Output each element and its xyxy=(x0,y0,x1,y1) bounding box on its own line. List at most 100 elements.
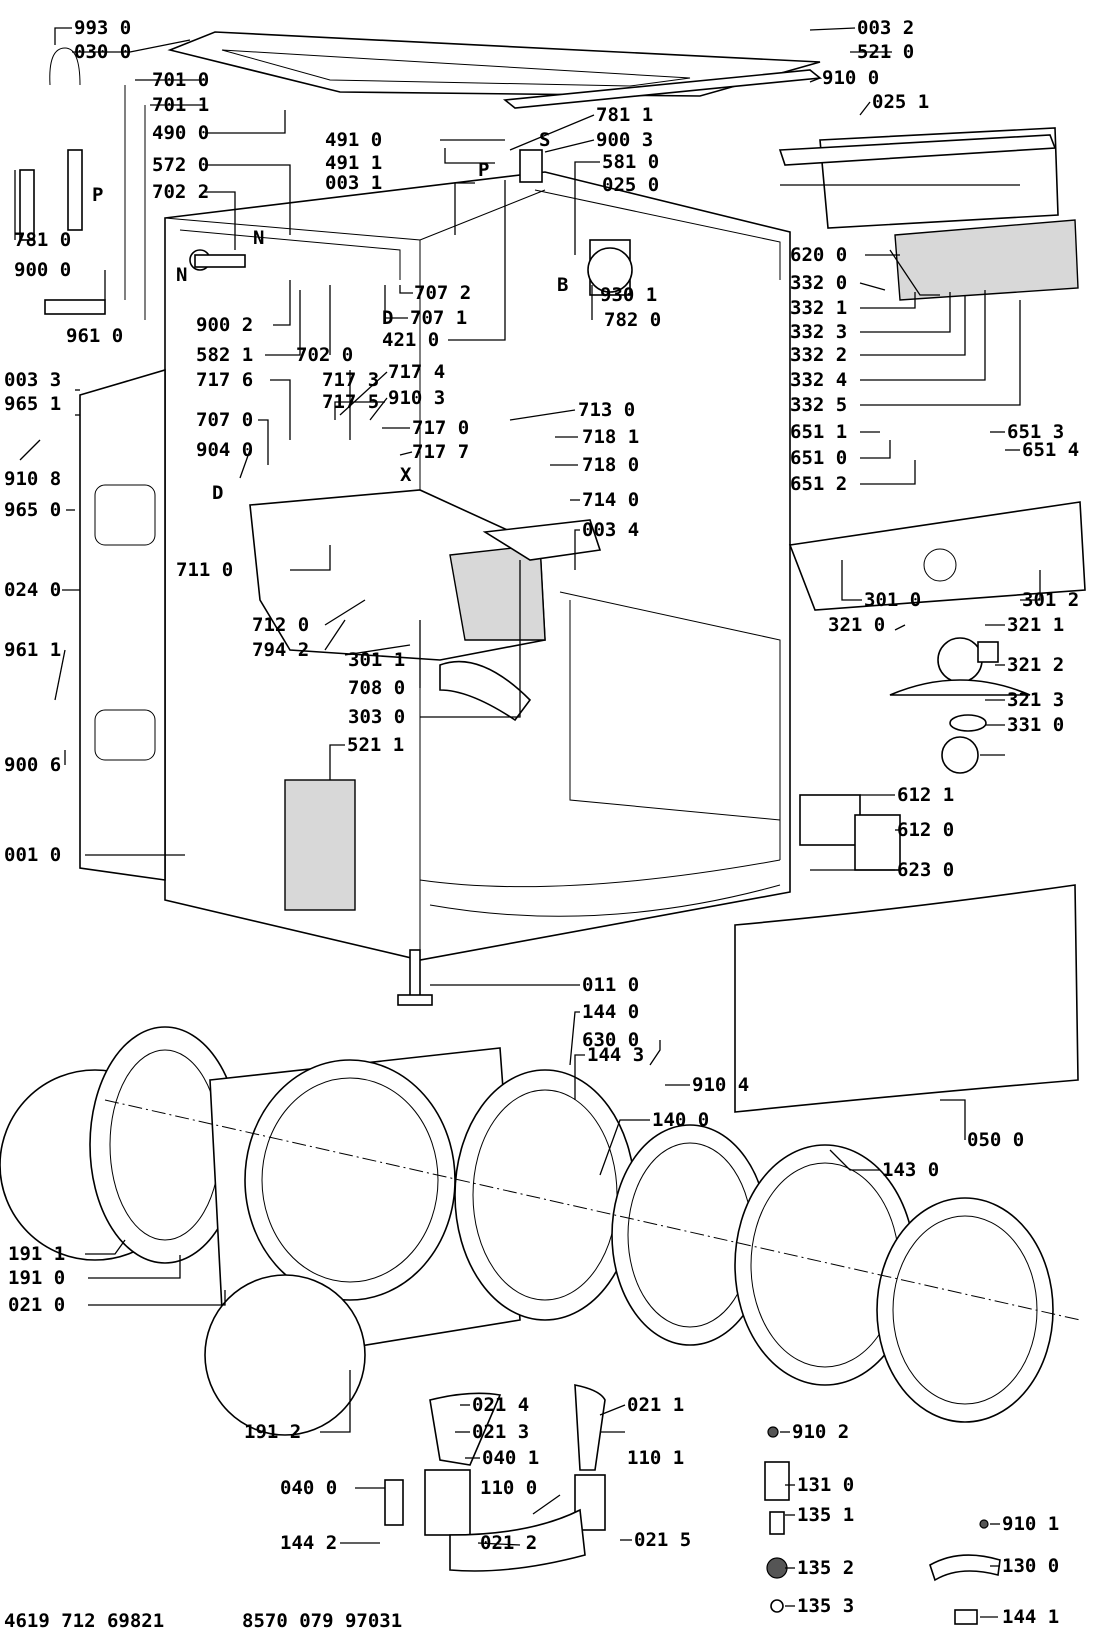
label-782-0: 782 0 xyxy=(604,309,661,331)
label-612-0: 612 0 xyxy=(897,819,954,841)
label-582-1: 582 1 xyxy=(196,344,253,366)
label-702-0: 702 0 xyxy=(296,344,353,366)
motor-module xyxy=(284,779,356,911)
label-135-3: 135 3 xyxy=(797,1595,854,1617)
label-521-1: 521 1 xyxy=(347,734,404,756)
label-135-1: 135 1 xyxy=(797,1504,854,1526)
label-030-0: 030 0 xyxy=(74,41,131,63)
marker-X: X xyxy=(400,464,412,486)
label-651-2: 651 2 xyxy=(790,473,847,495)
label-050-0: 050 0 xyxy=(967,1129,1024,1151)
label-707-1: 707 1 xyxy=(410,307,467,329)
label-718-1: 718 1 xyxy=(582,426,639,448)
label-301-1: 301 1 xyxy=(348,649,405,671)
label-001-0: 001 0 xyxy=(4,844,61,866)
label-040-1: 040 1 xyxy=(482,1447,539,1469)
label-521-0: 521 0 xyxy=(857,41,914,63)
label-900-0: 900 0 xyxy=(14,259,71,281)
label-910-1: 910 1 xyxy=(1002,1513,1059,1535)
label-900-6: 900 6 xyxy=(4,754,61,776)
drain-hose xyxy=(439,660,532,722)
label-191-2: 191 2 xyxy=(244,1421,301,1443)
label-491-0: 491 0 xyxy=(325,129,382,151)
label-130-0: 130 0 xyxy=(1002,1555,1059,1577)
label-581-0: 581 0 xyxy=(602,151,659,173)
label-321-0: 321 0 xyxy=(828,614,885,636)
kick-panel xyxy=(734,884,1079,1113)
label-332-1: 332 1 xyxy=(790,297,847,319)
label-701-0: 701 0 xyxy=(152,69,209,91)
label-331-0: 331 0 xyxy=(1007,714,1064,736)
label-003-2: 003 2 xyxy=(857,17,914,39)
label-717-7: 717 7 xyxy=(412,441,469,463)
label-993-0: 993 0 xyxy=(74,17,131,39)
marker-P-left: P xyxy=(92,184,103,206)
marker-S: S xyxy=(539,129,550,151)
main-board xyxy=(894,219,1079,301)
marker-N-valve: N xyxy=(253,227,264,249)
marker-N-hose: N xyxy=(176,264,187,286)
label-490-0: 490 0 xyxy=(152,122,209,144)
label-623-0: 623 0 xyxy=(897,859,954,881)
label-143-0: 143 0 xyxy=(882,1159,939,1181)
label-021-0: 021 0 xyxy=(8,1294,65,1316)
marker-D-dispenser: D xyxy=(212,482,223,504)
label-701-1: 701 1 xyxy=(152,94,209,116)
label-003-4: 003 4 xyxy=(582,519,639,541)
label-021-3: 021 3 xyxy=(472,1421,529,1443)
label-040-0: 040 0 xyxy=(280,1477,337,1499)
label-011-0: 011 0 xyxy=(582,974,639,996)
label-794-2: 794 2 xyxy=(252,639,309,661)
label-332-3: 332 3 xyxy=(790,321,847,343)
label-961-1: 961 1 xyxy=(4,639,61,661)
label-717-0: 717 0 xyxy=(412,417,469,439)
label-900-3: 900 3 xyxy=(596,129,653,151)
label-707-0: 707 0 xyxy=(196,409,253,431)
label-021-5: 021 5 xyxy=(634,1529,691,1551)
label-332-2: 332 2 xyxy=(790,344,847,366)
label-301-0: 301 0 xyxy=(864,589,921,611)
label-144-2: 144 2 xyxy=(280,1532,337,1554)
label-421-0: 421 0 xyxy=(382,329,439,351)
leader-lines xyxy=(14,27,1041,1618)
label-930-1: 930 1 xyxy=(600,284,657,306)
label-303-0: 303 0 xyxy=(348,706,405,728)
label-711-0: 711 0 xyxy=(176,559,233,581)
parts-artwork xyxy=(0,31,1086,1625)
label-321-2: 321 2 xyxy=(1007,654,1064,676)
label-110-0: 110 0 xyxy=(480,1477,537,1499)
footer: 4619 712 69821 8570 079 97031 xyxy=(4,1610,402,1632)
label-910-3: 910 3 xyxy=(388,387,445,409)
label-630-0: 630 0 xyxy=(582,1029,639,1051)
label-144-3: 144 3 xyxy=(587,1044,644,1066)
label-651-1: 651 1 xyxy=(790,421,847,443)
footer-right-code: 8570 079 97031 xyxy=(242,1610,402,1632)
label-025-1: 025 1 xyxy=(872,91,929,113)
label-910-2: 910 2 xyxy=(792,1421,849,1443)
label-144-1: 144 1 xyxy=(1002,1606,1059,1628)
label-332-5: 332 5 xyxy=(790,394,847,416)
door-frame-inner xyxy=(454,1069,636,1321)
label-713-0: 713 0 xyxy=(578,399,635,421)
label-910-8: 910 8 xyxy=(4,468,61,490)
label-110-1: 110 1 xyxy=(627,1447,684,1469)
label-021-4: 021 4 xyxy=(472,1394,529,1416)
callout-labels: 993 0 030 0 701 0 701 1 490 0 491 0 491 … xyxy=(4,17,1079,1628)
marker-B: B xyxy=(557,274,568,296)
label-651-4: 651 4 xyxy=(1022,439,1079,461)
marker-D-valve: D xyxy=(382,307,393,329)
control-panel xyxy=(788,501,1086,611)
label-904-0: 904 0 xyxy=(196,439,253,461)
label-024-0: 024 0 xyxy=(4,579,61,601)
label-717-4: 717 4 xyxy=(388,361,445,383)
label-965-1: 965 1 xyxy=(4,393,61,415)
label-140-0: 140 0 xyxy=(652,1109,709,1131)
bottom-cover xyxy=(204,1274,366,1436)
label-707-2: 707 2 xyxy=(414,282,471,304)
label-965-0: 965 0 xyxy=(4,499,61,521)
label-651-0: 651 0 xyxy=(790,447,847,469)
label-321-3: 321 3 xyxy=(1007,689,1064,711)
label-612-1: 612 1 xyxy=(897,784,954,806)
